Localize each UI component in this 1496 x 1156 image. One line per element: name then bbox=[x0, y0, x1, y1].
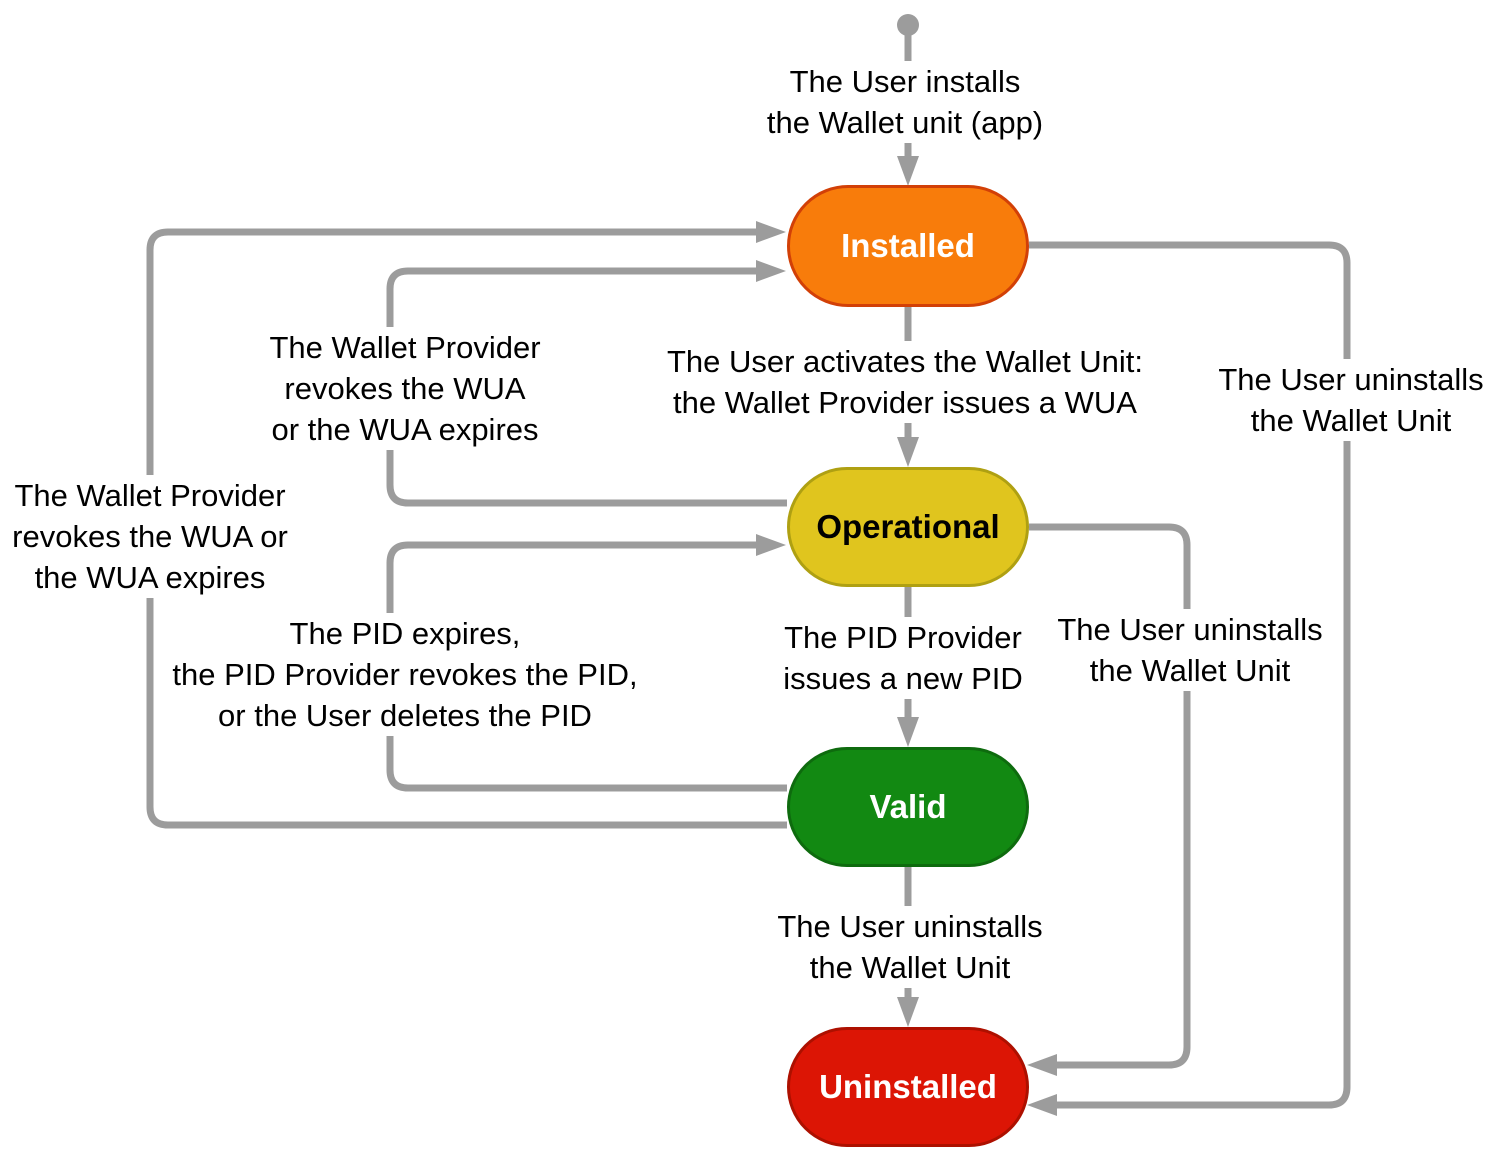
arrowhead-into-valid-top bbox=[897, 717, 919, 747]
state-node-valid-label: Valid bbox=[869, 788, 947, 825]
state-node-uninstalled-label: Uninstalled bbox=[819, 1068, 997, 1105]
arrowhead-into-operational-top bbox=[897, 437, 919, 467]
edge-label-wp-revokes-wua-inner: The Wallet Provider revokes the WUA or t… bbox=[261, 327, 549, 450]
arrowhead-into-installed-left-upper bbox=[756, 221, 786, 243]
edge-label-user-installs: The User installs the Wallet unit (app) bbox=[758, 61, 1052, 143]
edge-installed-to-uninstalled bbox=[1029, 241, 1351, 1109]
state-node-uninstalled: Uninstalled bbox=[787, 1027, 1029, 1147]
state-node-installed: Installed bbox=[787, 185, 1029, 307]
arrowhead-into-uninstalled-right-lower bbox=[1027, 1094, 1057, 1116]
arrowhead-into-uninstalled-right-upper bbox=[1027, 1054, 1057, 1076]
edge-label-wp-revokes-wua-outer: The Wallet Provider revokes the WUA or t… bbox=[4, 475, 296, 598]
edge-label-user-uninstalls-bottom: The User uninstalls the Wallet Unit bbox=[769, 906, 1051, 988]
edge-label-user-uninstalls-outer-right: The User uninstalls the Wallet Unit bbox=[1210, 359, 1492, 441]
state-node-operational-label: Operational bbox=[816, 508, 1000, 545]
edge-label-pid-provider-issues: The PID Provider issues a new PID bbox=[775, 617, 1031, 699]
arrowhead-into-installed-left-lower bbox=[756, 260, 786, 282]
edge-label-user-activates: The User activates the Wallet Unit: the … bbox=[658, 341, 1152, 423]
edge-label-user-uninstalls-inner-right: The User uninstalls the Wallet Unit bbox=[1049, 609, 1331, 691]
state-node-valid: Valid bbox=[787, 747, 1029, 867]
arrowhead-into-operational-left bbox=[756, 534, 786, 556]
state-node-operational: Operational bbox=[787, 467, 1029, 587]
edge-label-pid-expires: The PID expires, the PID Provider revoke… bbox=[164, 613, 646, 736]
state-node-installed-label: Installed bbox=[841, 227, 975, 264]
arrowhead-into-installed-top bbox=[897, 156, 919, 186]
edge-operational-to-uninstalled bbox=[1029, 523, 1191, 1069]
arrowhead-into-uninstalled-top bbox=[897, 997, 919, 1027]
